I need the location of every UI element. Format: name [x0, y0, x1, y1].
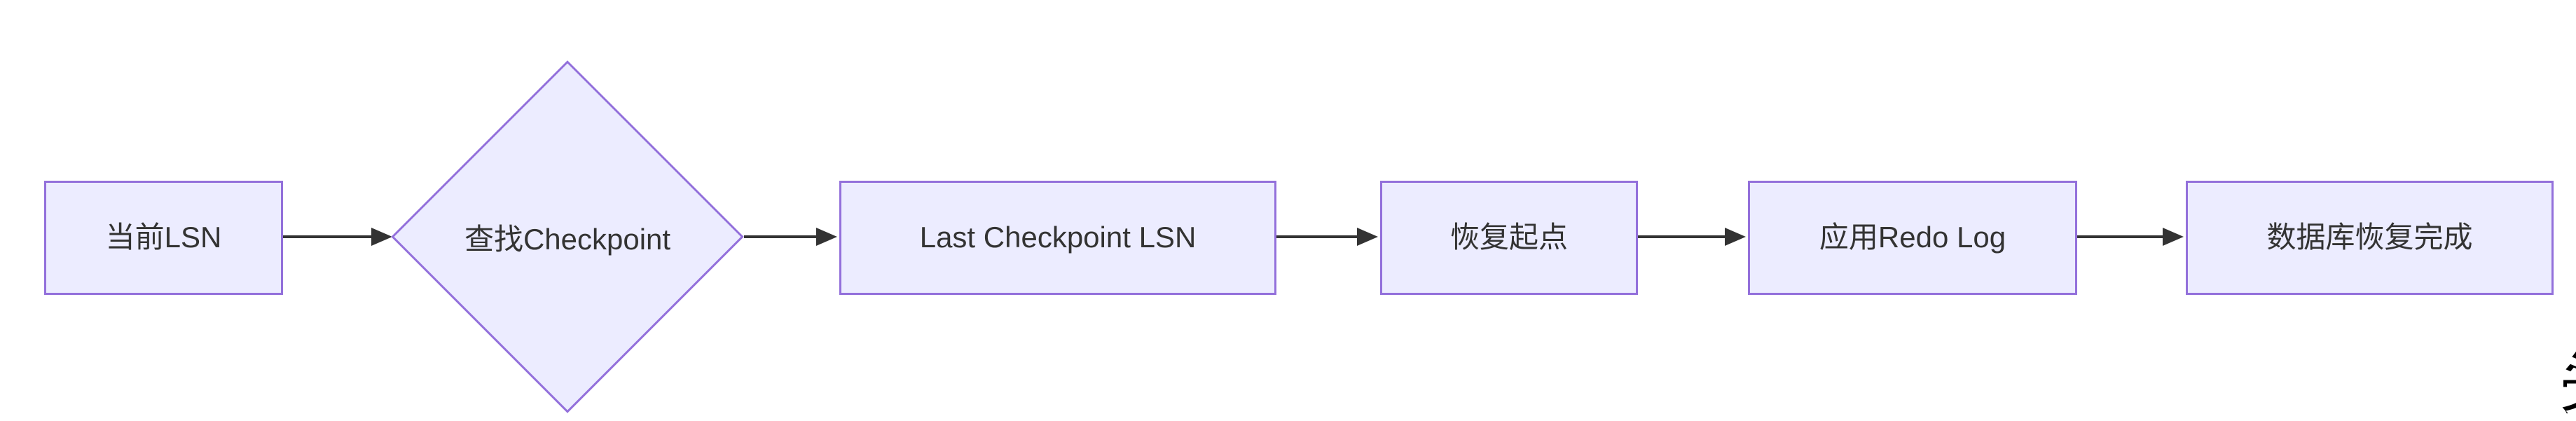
node-find-checkpoint-label-wrap: 查找Checkpoint — [392, 209, 743, 265]
edge-apply-redo-log-to-recovery-complete — [2077, 228, 2184, 246]
node-apply-redo-log: 应用Redo Log — [1748, 181, 2077, 295]
node-last-checkpoint-lsn-label: Last Checkpoint LSN — [919, 221, 1197, 254]
node-recovery-complete-label: 数据库恢复完成 — [2266, 221, 2473, 254]
node-current-lsn-label: 当前LSN — [105, 221, 222, 254]
arrow-head-icon — [2163, 228, 2184, 246]
node-last-checkpoint-lsn: Last Checkpoint LSN — [839, 181, 1276, 295]
arrow-head-icon — [1357, 228, 1378, 246]
node-current-lsn: 当前LSN — [44, 181, 283, 295]
node-recovery-start-label: 恢复起点 — [1449, 221, 1568, 254]
arrow-head-icon — [816, 228, 837, 246]
edge-last-checkpoint-lsn-to-recovery-start — [1276, 228, 1378, 246]
node-recovery-complete: 数据库恢复完成 — [2186, 181, 2554, 295]
watermark-text: 头条 @一枚后端工程师 — [2564, 331, 2576, 421]
arrow-head-icon — [1725, 228, 1746, 246]
watermark-text-shadow: 头条 @一枚后端工程师 — [2561, 328, 2576, 421]
arrow-head-icon — [371, 228, 392, 246]
node-find-checkpoint-label: 查找Checkpoint — [464, 222, 671, 256]
node-recovery-start: 恢复起点 — [1380, 181, 1638, 295]
node-apply-redo-log-label: 应用Redo Log — [1819, 221, 2006, 254]
edge-recovery-start-to-apply-redo-log — [1638, 228, 1746, 246]
edge-current-lsn-to-find-checkpoint — [283, 228, 392, 246]
edge-find-checkpoint-to-last-checkpoint-lsn — [744, 228, 837, 246]
